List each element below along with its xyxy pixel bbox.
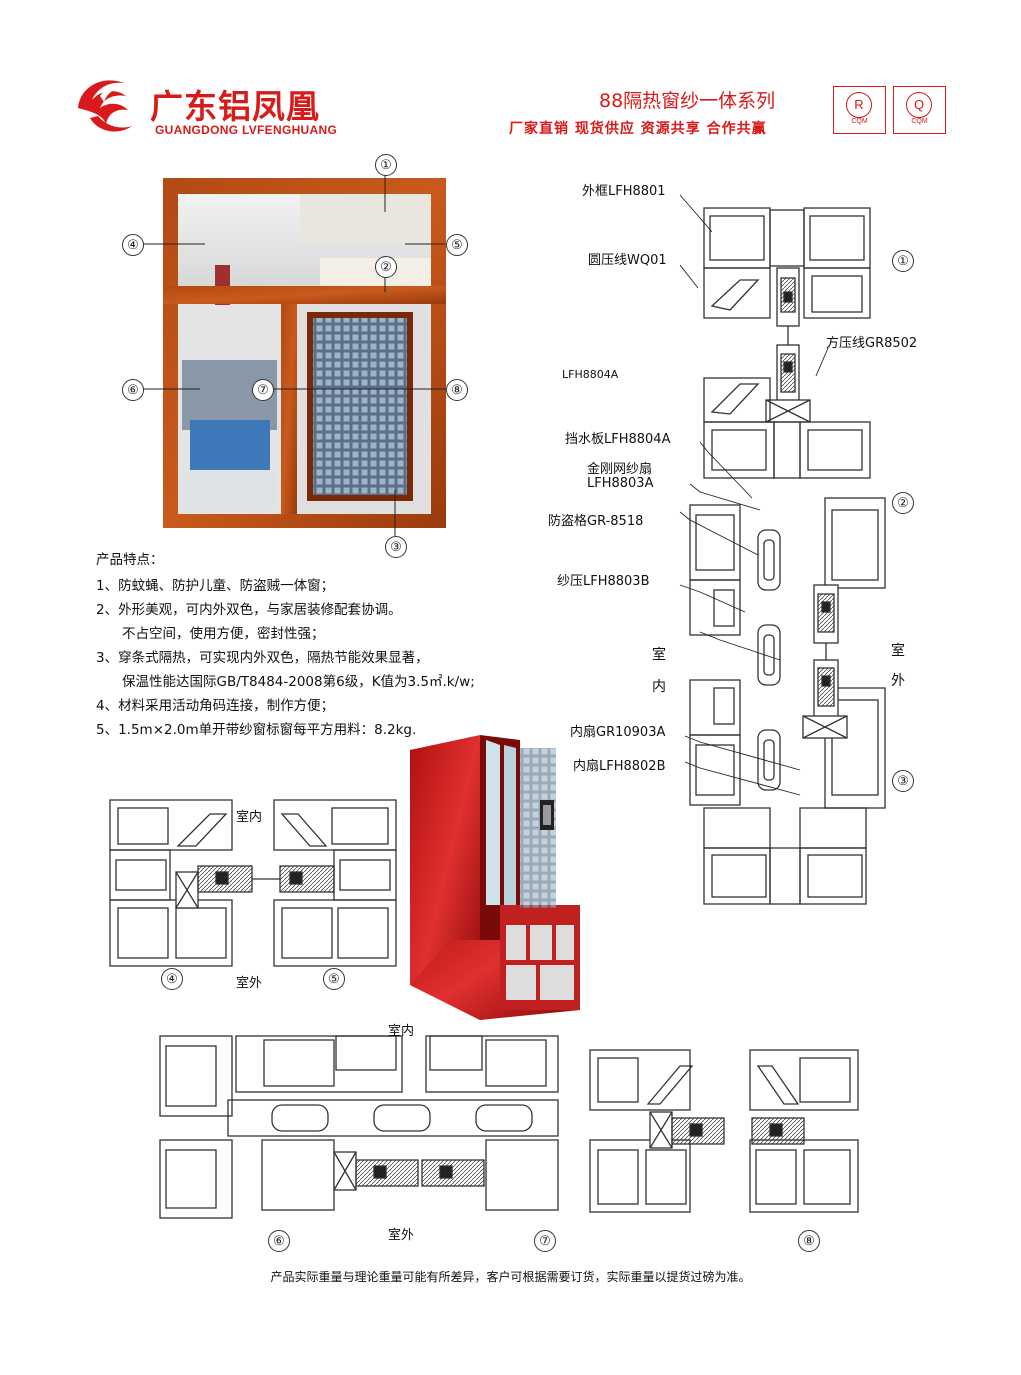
feature-line: 2、外形美观，可内外双色，与家居装修配套协调。 <box>96 602 402 618</box>
outdoor-label: 室 <box>891 643 905 659</box>
callout-1: ① <box>375 154 397 176</box>
indoor-label: 内 <box>652 679 666 695</box>
features-title: 产品特点： <box>96 552 164 568</box>
brand-name-en: GUANGDONG LVFENGHUANG <box>155 123 338 137</box>
series-title: 88隔热窗纱一体系列 <box>599 90 776 112</box>
part-label: LFH8804A <box>562 368 619 381</box>
callout-7: ⑦ <box>534 1230 556 1252</box>
profile-3d-image <box>410 735 580 1020</box>
section-6-7-8-drawing <box>159 1035 859 1219</box>
part-label: 内扇LFH8802B <box>573 759 666 774</box>
part-label: 外框LFH8801 <box>582 184 666 199</box>
badge-caption: CQM <box>911 118 928 125</box>
callout-5: ⑤ <box>446 234 468 256</box>
window-photo <box>163 178 446 528</box>
indoor-label: 室内 <box>236 810 263 825</box>
outdoor-label: 室外 <box>236 976 263 991</box>
callout-2: ② <box>375 256 397 278</box>
callout-8: ⑧ <box>798 1230 820 1252</box>
window-leader-lines <box>143 175 446 536</box>
feature-line: 5、1.5m×2.0m单开带纱窗标窗每平方用料：8.2kg. <box>96 722 417 738</box>
part-label: 圆压线WQ01 <box>588 253 667 268</box>
part-label: 内扇GR10903A <box>570 725 666 740</box>
cert-badge-r: R CQM <box>833 86 886 134</box>
part-label: LFH8803A <box>587 476 654 491</box>
badge-mark: R <box>846 92 872 118</box>
callout-5: ⑤ <box>323 968 345 990</box>
part-label: 纱压LFH8803B <box>557 574 650 589</box>
callout-4: ④ <box>122 234 144 256</box>
callout-1: ① <box>892 250 914 272</box>
part-label: 方压线GR8502 <box>826 336 918 351</box>
outdoor-label: 室外 <box>388 1228 415 1243</box>
phoenix-logo-icon <box>70 68 142 140</box>
part-label: 金刚网纱扇 <box>587 462 653 477</box>
indoor-label: 室内 <box>388 1024 415 1039</box>
callout-8: ⑧ <box>446 379 468 401</box>
callout-3: ③ <box>892 770 914 792</box>
part-label: 防盗格GR-8518 <box>548 514 644 529</box>
badge-caption: CQM <box>851 118 868 125</box>
section-leader-lines <box>679 194 829 796</box>
badge-mark: Q <box>906 92 932 118</box>
part-label: 挡水板LFH8804A <box>565 432 671 447</box>
feature-line: 保温性能达国际GB/T8484-2008第6级，K值为3.5㎡.k/w; <box>122 674 475 690</box>
callout-7: ⑦ <box>252 379 274 401</box>
callout-6: ⑥ <box>268 1230 290 1252</box>
section-4-5-drawing <box>109 799 397 967</box>
feature-line: 不占空间，使用方便，密封性强； <box>122 626 325 642</box>
indoor-label: 室 <box>652 647 666 663</box>
cert-badge-q: Q CQM <box>893 86 946 134</box>
feature-line: 3、穿条式隔热，可实现内外双色，隔热节能效果显著， <box>96 650 429 666</box>
slogan: 厂家直销 现货供应 资源共享 合作共赢 <box>509 121 767 137</box>
outdoor-label: 外 <box>891 673 905 689</box>
footer-note: 产品实际重量与理论重量可能有所差异，客户可根据需要订货，实际重量以提货过磅为准。 <box>270 1270 751 1284</box>
callout-4: ④ <box>161 968 183 990</box>
callout-3: ③ <box>385 536 407 558</box>
callout-2: ② <box>892 492 914 514</box>
feature-line: 1、防蚊蝇、防护儿童、防盗贼一体窗； <box>96 578 335 594</box>
brand-name: 广东铝凤凰 <box>150 87 320 126</box>
callout-6: ⑥ <box>122 379 144 401</box>
vertical-section-drawing <box>689 207 886 905</box>
feature-line: 4、材料采用活动角码连接，制作方便； <box>96 698 335 714</box>
